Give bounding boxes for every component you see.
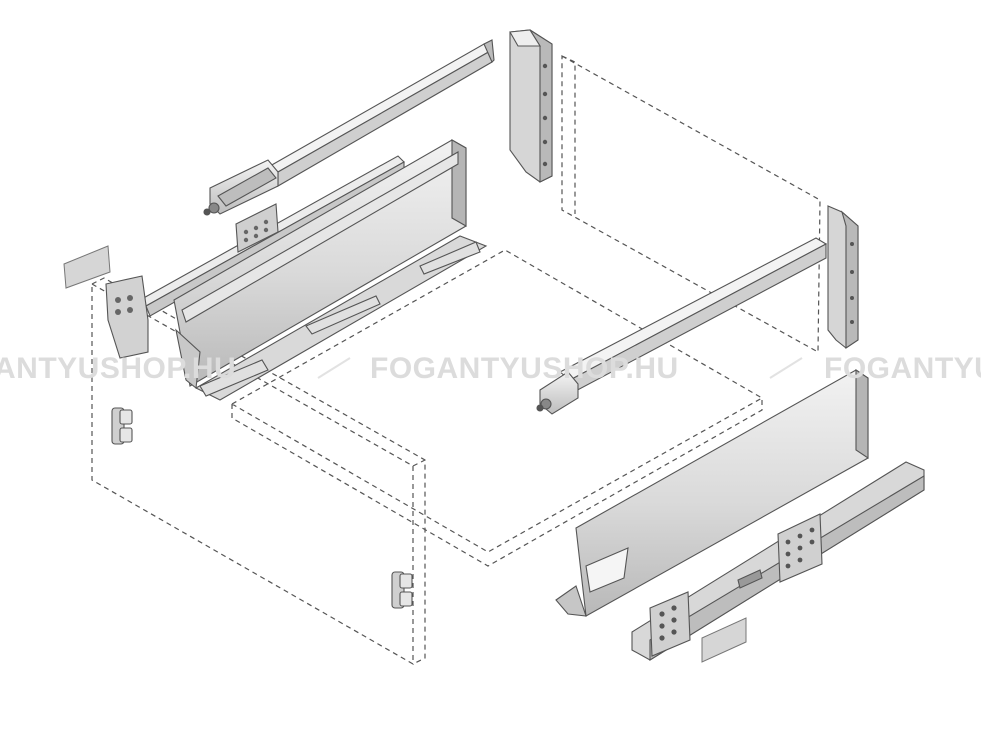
front-panel-outline xyxy=(91,277,426,666)
bottom-panel-outline xyxy=(230,249,764,567)
right-drawer-side xyxy=(555,368,869,617)
right-runner xyxy=(631,461,925,661)
left-drawer-side xyxy=(173,139,488,401)
back-panel-outline xyxy=(561,54,821,354)
front-fixing-clip-bottom xyxy=(391,571,413,609)
right-cover-cap xyxy=(701,617,747,663)
watermark-marks xyxy=(317,357,803,379)
lower-gallery-rail xyxy=(536,237,828,415)
watermark-left: ANTYUSHOP.HU xyxy=(0,352,237,385)
watermark-right: FOGANTYU xyxy=(824,352,981,385)
front-fixing-clip-top xyxy=(111,407,133,445)
rear-bracket-right xyxy=(827,205,859,350)
upper-gallery-rail xyxy=(203,39,495,216)
left-cover-cap xyxy=(63,245,111,289)
rear-bracket-left xyxy=(509,29,553,183)
watermark-center: FOGANTYUSHOP.HU xyxy=(370,352,679,385)
left-runner xyxy=(105,155,405,359)
